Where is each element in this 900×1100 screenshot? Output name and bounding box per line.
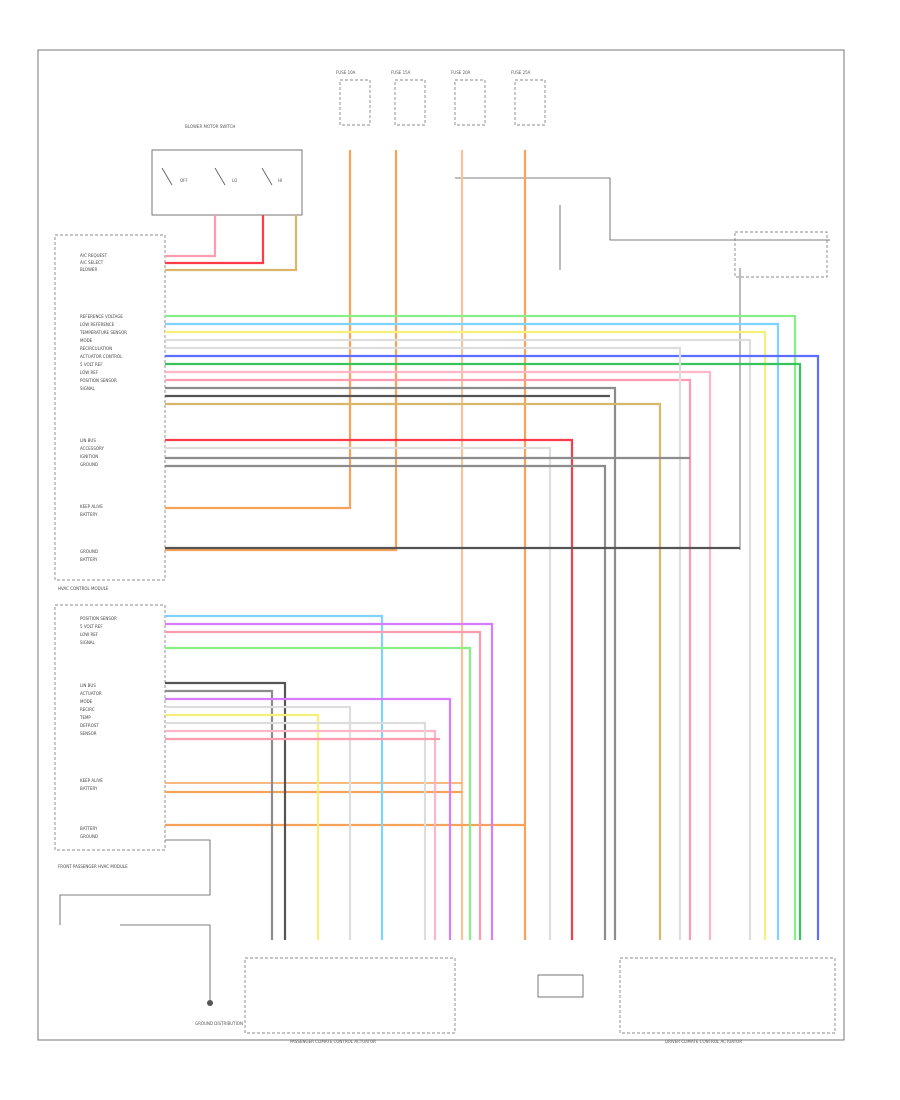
diagram-border — [37, 49, 845, 1041]
fuse-label-2: FUSE 20A — [451, 70, 471, 75]
fuse-block: FUSE 10A FUSE 15A FUSE 20A FUSE 25A — [336, 70, 546, 126]
pin-low-3: GROUND — [80, 462, 98, 467]
pin-top-1: A/C SELECT — [80, 260, 104, 265]
bottom-left-label: PASSENGER CLIMATE CONTROL ACTUATOR — [290, 1039, 376, 1044]
ground-label: GROUND DISTRIBUTION — [195, 1021, 243, 1026]
pin-low-1: ACCESSORY — [80, 446, 105, 451]
pin-b-6: SENSOR — [80, 731, 97, 736]
pin-lb-0: KEEP ALIVE — [80, 778, 103, 783]
switch-label-2: HI — [278, 178, 282, 183]
pin-mid-2: TEMPERATURE SENSOR — [79, 330, 127, 335]
pin-mid-8: POSITION SENSOR — [80, 378, 117, 383]
front-module-frame — [54, 604, 166, 851]
pin-mid-3: MODE — [80, 338, 93, 343]
wires — [59, 150, 820, 1000]
bottom-right-label: DRIVER CLIMATE CONTROL ACTUATOR — [665, 1039, 742, 1044]
blower-switch-block: BLOWER MOTOR SWITCH OFF LO HI — [151, 124, 303, 216]
fuse-label-3: FUSE 25A — [511, 70, 531, 75]
pin-low-0: LIN BUS — [80, 438, 96, 443]
hvac-module-frame — [54, 234, 166, 581]
pin-lg-1: GROUND — [80, 834, 98, 839]
pin-batt-0: KEEP ALIVE — [80, 504, 103, 509]
pin-a-2: LOW REF — [80, 632, 99, 637]
left-pin-labels: A/C REQUEST A/C SELECT BLOWER REFERENCE … — [58, 253, 128, 869]
pin-b-3: RECIRC — [80, 707, 95, 712]
pin-mid-0: REFERENCE VOLTAGE — [80, 314, 123, 319]
pin-mid-9: SIGNAL — [80, 386, 96, 391]
switch-label-1: LO — [232, 178, 237, 183]
pin-lb-1: BATTERY — [80, 786, 98, 791]
bottom-connectors: GROUND DISTRIBUTION PASSENGER CLIMATE CO… — [195, 957, 836, 1044]
pin-lg-0: BATTERY — [80, 826, 98, 831]
pin-b-5: DEFROST — [80, 723, 99, 728]
pin-mid-1: LOW REFERENCE — [80, 322, 115, 327]
pin-a-3: SIGNAL — [80, 640, 96, 645]
pin-mid-4: RECIRCULATION — [80, 346, 112, 351]
pin-mid-5: ACTUATOR CONTROL — [80, 354, 123, 359]
pin-gnd-0: GROUND — [80, 549, 98, 554]
fuse-label-1: FUSE 15A — [391, 70, 411, 75]
pin-mid-6: 5 VOLT REF — [80, 362, 103, 367]
module-name: HVAC CONTROL MODULE — [58, 586, 109, 591]
pin-mid-7: LOW REF — [80, 370, 99, 375]
pin-b-2: MODE — [80, 699, 93, 704]
pin-b-4: TEMP — [79, 715, 91, 720]
lower-module-name: FRONT PASSENGER HVAC MODULE — [58, 864, 128, 869]
switch-label-0: OFF — [180, 178, 188, 183]
pin-b-0: LIN BUS — [80, 683, 96, 688]
pin-batt-1: BATTERY — [80, 512, 98, 517]
pin-b-1: ACTUATOR — [80, 691, 102, 696]
pin-gnd-1: BATTERY — [80, 557, 98, 562]
pin-a-1: 5 VOLT REF — [80, 624, 103, 629]
pin-a-0: POSITION SENSOR — [80, 616, 117, 621]
fuse-label-0: FUSE 10A — [336, 70, 356, 75]
pin-top-2: BLOWER — [80, 267, 97, 272]
switch-title: BLOWER MOTOR SWITCH — [185, 124, 235, 129]
pin-low-2: IGNITION — [80, 454, 98, 459]
pin-top-0: A/C REQUEST — [80, 253, 108, 258]
